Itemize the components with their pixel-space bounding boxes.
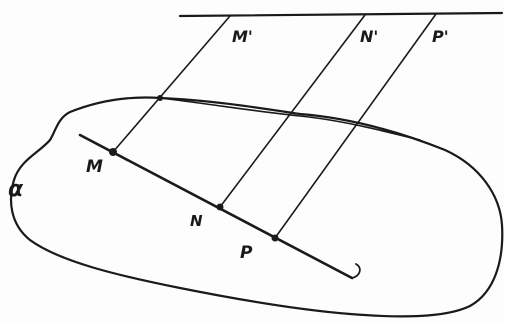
line-mnp bbox=[78, 133, 354, 280]
projector-n bbox=[219, 14, 366, 208]
point-p bbox=[271, 234, 279, 242]
label-m: M bbox=[86, 157, 103, 177]
plane-alpha-outline bbox=[9, 96, 504, 318]
plane-upper-edge-line bbox=[159, 97, 421, 141]
line-mnp-end-tick bbox=[351, 263, 361, 279]
label-n-prime: N' bbox=[360, 27, 378, 46]
point-m bbox=[109, 148, 117, 156]
top-projection-line bbox=[178, 11, 504, 18]
label-m-prime: M' bbox=[232, 27, 253, 46]
label-plane-alpha: α bbox=[8, 177, 24, 202]
projector-m bbox=[112, 15, 231, 153]
point-plane-edge-left bbox=[157, 95, 163, 101]
label-n: N bbox=[190, 212, 203, 230]
point-n bbox=[216, 203, 224, 211]
label-p-prime: P' bbox=[432, 27, 449, 46]
projector-p bbox=[274, 13, 437, 239]
label-p: P bbox=[240, 243, 253, 263]
